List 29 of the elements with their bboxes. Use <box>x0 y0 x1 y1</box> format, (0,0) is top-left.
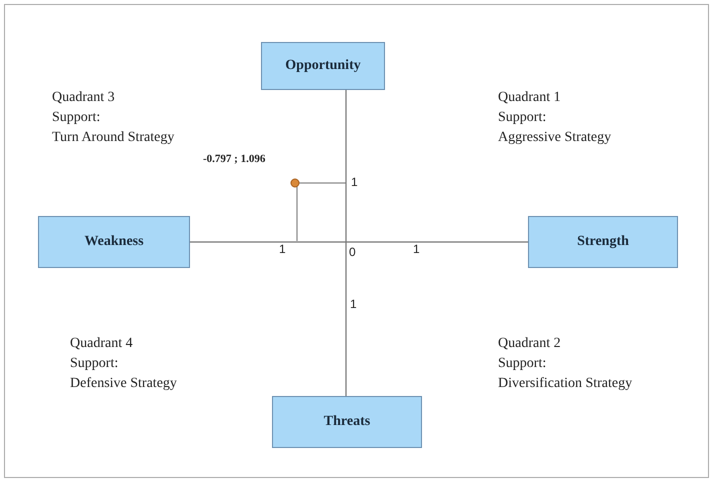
label-box <box>38 216 190 268</box>
tick-label: 1 <box>279 242 286 256</box>
quadrant-text: Support: <box>70 356 118 372</box>
box-label: Weakness <box>84 234 144 250</box>
label-box <box>272 396 422 448</box>
box-label: Opportunity <box>285 58 361 74</box>
quadrant-text: Quadrant 4 <box>70 336 133 352</box>
tick-label: 1 <box>350 297 357 311</box>
box-label: Strength <box>577 234 629 250</box>
data-point <box>290 178 300 188</box>
quadrant-text: Aggressive Strategy <box>498 130 612 146</box>
axis-line <box>190 241 528 243</box>
tick-label: 1 <box>413 242 420 256</box>
quadrant-text: Diversification Strategy <box>498 376 632 392</box>
label-box <box>261 42 385 90</box>
quadrant-text: Quadrant 1 <box>498 90 561 106</box>
tick-label: 0 <box>349 245 356 259</box>
point-label: -0.797 ; 1.096 <box>203 153 266 165</box>
axis-line <box>345 90 347 396</box>
quadrant-text: Support: <box>52 110 100 126</box>
quadrant-text: Quadrant 3 <box>52 90 115 106</box>
label-box <box>528 216 678 268</box>
quadrant-text: Defensive Strategy <box>70 376 177 392</box>
quadrant-text: Turn Around Strategy <box>52 130 174 146</box>
box-label: Threats <box>324 414 370 430</box>
quadrant-text: Quadrant 2 <box>498 336 561 352</box>
quadrant-text: Support: <box>498 356 546 372</box>
quadrant-text: Support: <box>498 110 546 126</box>
tick-label: 1 <box>351 175 358 189</box>
